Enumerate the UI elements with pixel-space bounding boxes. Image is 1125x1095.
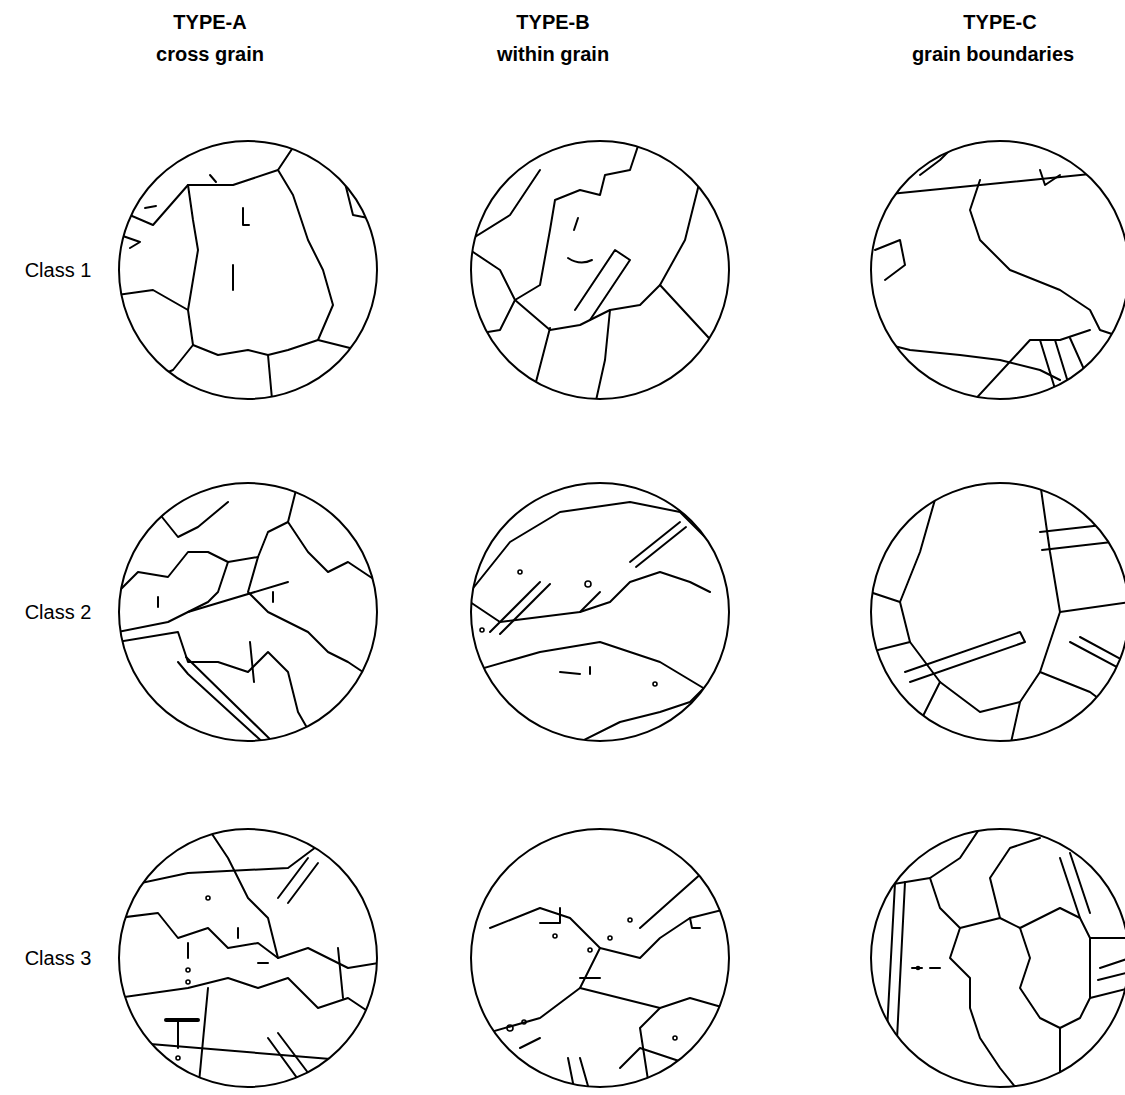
micrograph-c1 (870, 140, 1125, 405)
column-type: TYPE-B (516, 10, 589, 34)
micrograph-c2 (870, 482, 1125, 747)
column-type: TYPE-C (963, 10, 1036, 34)
micrograph-b3 (470, 828, 730, 1093)
micrograph-b1 (470, 140, 730, 405)
column-type: TYPE-A (173, 10, 246, 34)
row-label: Class 3 (25, 946, 92, 970)
micrograph-c3 (870, 828, 1125, 1093)
column-heading: cross grain (156, 42, 264, 66)
micrograph-a1 (118, 125, 378, 410)
micrograph-a2 (118, 482, 378, 747)
column-heading: grain boundaries (912, 42, 1074, 66)
row-label: Class 2 (25, 600, 92, 624)
row-label: Class 1 (25, 258, 92, 282)
column-heading: within grain (497, 42, 609, 66)
micrograph-a3 (118, 828, 378, 1093)
micrograph-b2 (470, 483, 730, 747)
